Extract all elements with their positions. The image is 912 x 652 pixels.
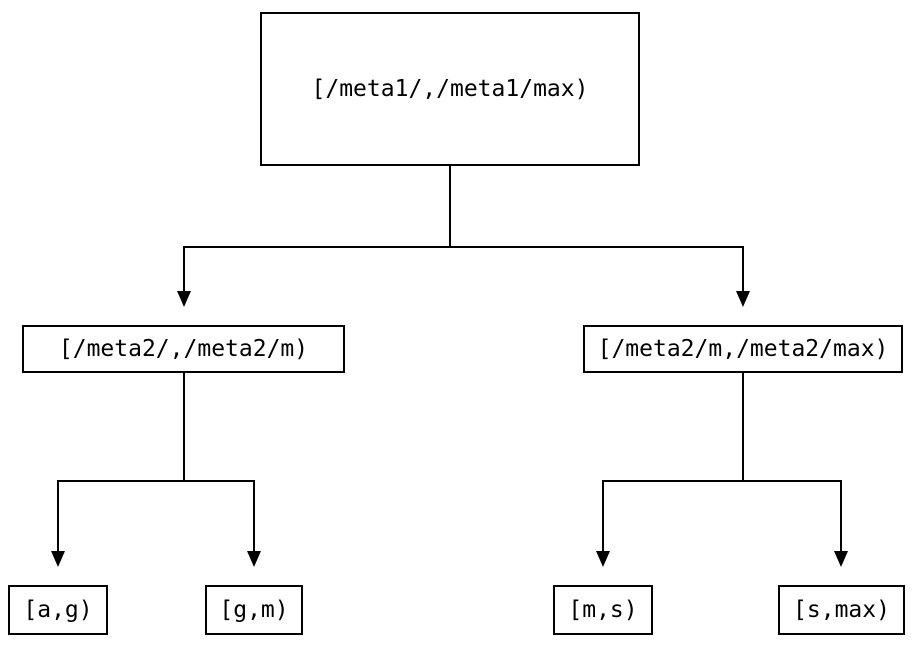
node-right-range-label: [/meta2/m,/meta2/max) bbox=[597, 336, 889, 362]
node-leaf-smax-label: [s,max) bbox=[793, 597, 890, 623]
edge-root-children bbox=[177, 166, 750, 307]
node-right-range: [/meta2/m,/meta2/max) bbox=[583, 325, 903, 373]
edge-left-children bbox=[51, 373, 261, 567]
arrow-to-right-node bbox=[736, 291, 750, 307]
node-leaf-ag: [a,g) bbox=[8, 585, 108, 635]
node-root: [/meta1/,/meta1/max) bbox=[260, 12, 640, 166]
node-leaf-smax: [s,max) bbox=[778, 585, 905, 635]
node-leaf-ms: [m,s) bbox=[553, 585, 653, 635]
arrow-to-left-node bbox=[177, 291, 191, 307]
arrow-to-leaf-gm bbox=[247, 551, 261, 567]
node-left-range: [/meta2/,/meta2/m) bbox=[22, 325, 345, 373]
node-leaf-ms-label: [m,s) bbox=[568, 597, 638, 623]
node-leaf-gm-label: [g,m) bbox=[219, 597, 289, 623]
arrow-to-leaf-ms bbox=[596, 551, 610, 567]
node-root-label: [/meta1/,/meta1/max) bbox=[311, 76, 589, 102]
edge-right-children bbox=[596, 373, 848, 567]
node-leaf-ag-label: [a,g) bbox=[23, 597, 93, 623]
node-leaf-gm: [g,m) bbox=[205, 585, 303, 635]
arrow-to-leaf-smax bbox=[834, 551, 848, 567]
arrow-to-leaf-ag bbox=[51, 551, 65, 567]
node-left-range-label: [/meta2/,/meta2/m) bbox=[58, 336, 309, 362]
